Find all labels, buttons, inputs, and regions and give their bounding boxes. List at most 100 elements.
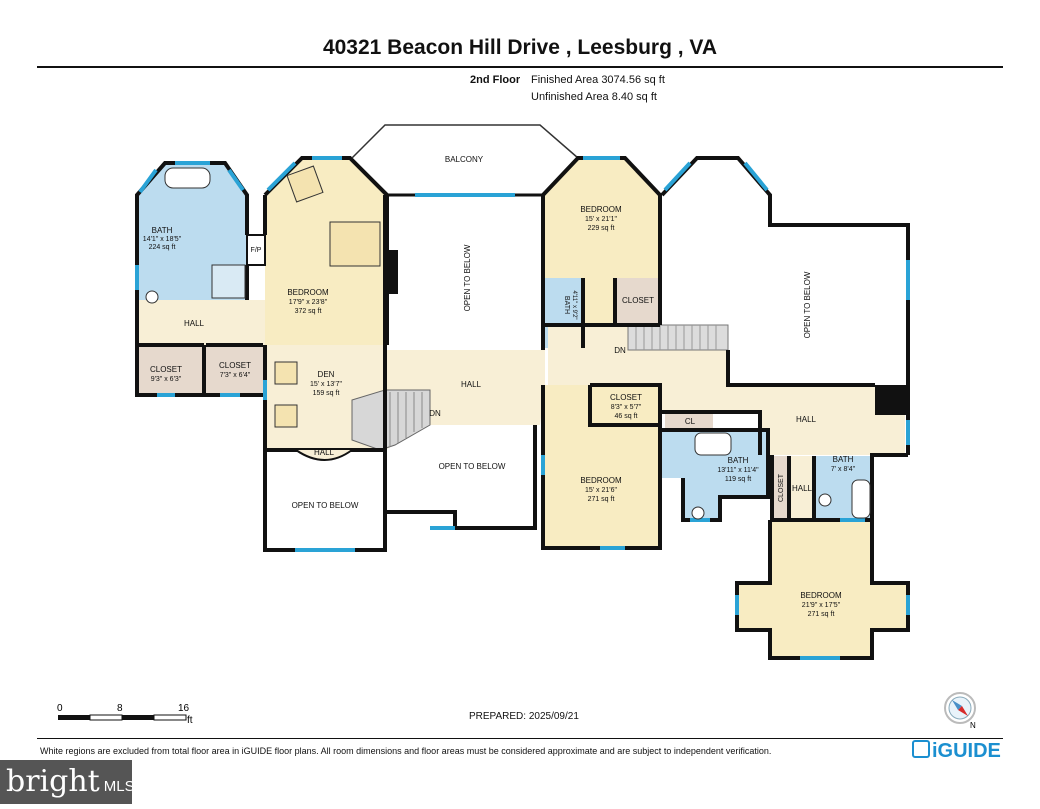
room-hall-right — [548, 325, 905, 455]
bath-small-name: BATH — [563, 296, 570, 314]
bedroom-4-area: 271 sq ft — [808, 611, 835, 618]
closet-b-name: CLOSET — [219, 361, 251, 370]
iguide-icon — [912, 740, 930, 758]
room-bedroom-3 — [543, 385, 660, 548]
prepared-date: PREPARED: 2025/09/21 — [469, 711, 579, 722]
closet-d-area: 46 sq ft — [615, 413, 638, 420]
bath-4-name: BATH — [833, 455, 854, 464]
toilet-master — [145, 290, 159, 304]
hall-left-label: HALL — [184, 319, 205, 328]
chimney — [386, 250, 398, 294]
bath-3-area: 119 sq ft — [725, 476, 751, 483]
finished-area: Finished Area 3074.56 sq ft — [531, 74, 665, 86]
page-title: 40321 Beacon Hill Drive , Leesburg , VA — [322, 36, 718, 59]
room-closet-c — [615, 278, 660, 323]
bath-3-dims: 13'11" x 11'4" — [717, 467, 759, 474]
bedroom-master-area: 372 sq ft — [295, 308, 322, 315]
room-hall-left — [137, 300, 265, 345]
toilet-bath4 — [818, 493, 832, 507]
watermark-main: bright — [6, 764, 100, 799]
dn-2-label: DN — [614, 346, 626, 355]
compass-icon: N — [942, 690, 982, 730]
staircase-right — [627, 324, 729, 351]
tub-master — [164, 167, 211, 189]
hall-small-label: HALL — [792, 484, 813, 493]
open-below-3-label: OPEN TO BELOW — [292, 501, 359, 510]
room-closet-e — [772, 456, 789, 520]
room-closet-a — [137, 345, 204, 395]
dn-1-label: DN — [429, 409, 441, 418]
windows — [135, 156, 910, 660]
bedroom-master-name: BEDROOM — [287, 288, 329, 297]
open-below-1-label: OPEN TO BELOW — [463, 244, 472, 311]
scale-bar: 0 8 16 ft — [57, 702, 197, 726]
fp-label: F/P — [251, 247, 262, 254]
bedroom-3-area: 271 sq ft — [588, 496, 615, 503]
scale-tick-16: 16 — [178, 703, 190, 714]
toilet-bath3 — [691, 506, 705, 520]
den-area: 159 sq ft — [313, 390, 340, 397]
bath-master-name: BATH — [152, 226, 173, 235]
closet-a-name: CLOSET — [150, 365, 182, 374]
header-divider — [37, 66, 1003, 68]
bath-4-dims: 7' x 8'4" — [831, 466, 856, 473]
iguide-logo: iGUIDE — [912, 740, 1001, 763]
bedroom-3-name: BEDROOM — [580, 476, 622, 485]
tub-bath4 — [851, 479, 871, 519]
closet-c-label: CLOSET — [622, 296, 654, 305]
footer-divider — [37, 738, 1003, 739]
den-name: DEN — [318, 370, 335, 379]
shower-master — [211, 264, 246, 299]
compass-n: N — [970, 721, 976, 730]
den-chair-1 — [274, 361, 298, 385]
cl-label: CL — [685, 417, 696, 426]
scale-tick-8: 8 — [117, 703, 123, 714]
bath-3-name: BATH — [728, 456, 749, 465]
bath-master-area: 224 sq ft — [149, 244, 176, 251]
bedroom-2-dims: 15' x 21'1" — [585, 216, 618, 223]
fixtures — [145, 165, 871, 520]
room-bedroom-master — [265, 158, 387, 345]
room-cl — [665, 412, 713, 430]
watermark-sub: MLS — [103, 778, 135, 795]
hall-right-label: HALL — [796, 415, 817, 424]
room-hall-small — [789, 456, 814, 520]
open-below-4-label: OPEN TO BELOW — [803, 271, 812, 338]
den-arc — [295, 449, 353, 461]
closet-d-dims: 8'3" x 5'7" — [611, 404, 642, 411]
closet-e-label: CLOSET — [778, 473, 785, 502]
scale-unit: ft — [187, 715, 193, 724]
balcony-label: BALCONY — [445, 155, 484, 164]
den-chair-2 — [274, 404, 298, 428]
bedroom-2-area: 229 sq ft — [588, 225, 615, 232]
bedroom-2-name: BEDROOM — [580, 205, 622, 214]
bedroom-4-name: BEDROOM — [800, 591, 842, 600]
hall-center-label: HALL — [461, 380, 482, 389]
room-bath-3 — [660, 430, 768, 520]
room-fills — [137, 158, 908, 658]
closet-b-dims: 7'3" x 6'4" — [220, 372, 251, 379]
bedroom-master-dims: 17'9" x 23'8" — [289, 299, 328, 306]
bed-master — [329, 221, 381, 267]
scale-tick-0: 0 — [57, 703, 63, 714]
bath-small-dims: 4'11" x 9'2" — [571, 290, 577, 319]
fireplace-box — [246, 234, 266, 266]
floor-name: 2nd Floor — [470, 74, 521, 86]
room-bedroom-4 — [737, 520, 908, 658]
hall-den-label: HALL — [314, 448, 335, 457]
unfinished-area: Unfinished Area 8.40 sq ft — [531, 91, 657, 103]
room-closet-b — [206, 345, 263, 395]
staircase-center — [351, 389, 431, 451]
chair-master — [286, 165, 324, 203]
closet-a-dims: 9'3" x 6'3" — [151, 376, 182, 383]
tub-bath3 — [694, 432, 732, 456]
bedroom-3-dims: 15' x 21'6" — [585, 487, 618, 494]
disclaimer: White regions are excluded from total fl… — [40, 746, 772, 756]
iguide-brand-text: iGUIDE — [932, 740, 1001, 762]
bath-master-dims: 14'1" x 18'5" — [143, 236, 182, 243]
column — [875, 385, 908, 415]
closet-d-name: CLOSET — [610, 393, 642, 402]
den-dims: 15' x 13'7" — [310, 381, 343, 388]
